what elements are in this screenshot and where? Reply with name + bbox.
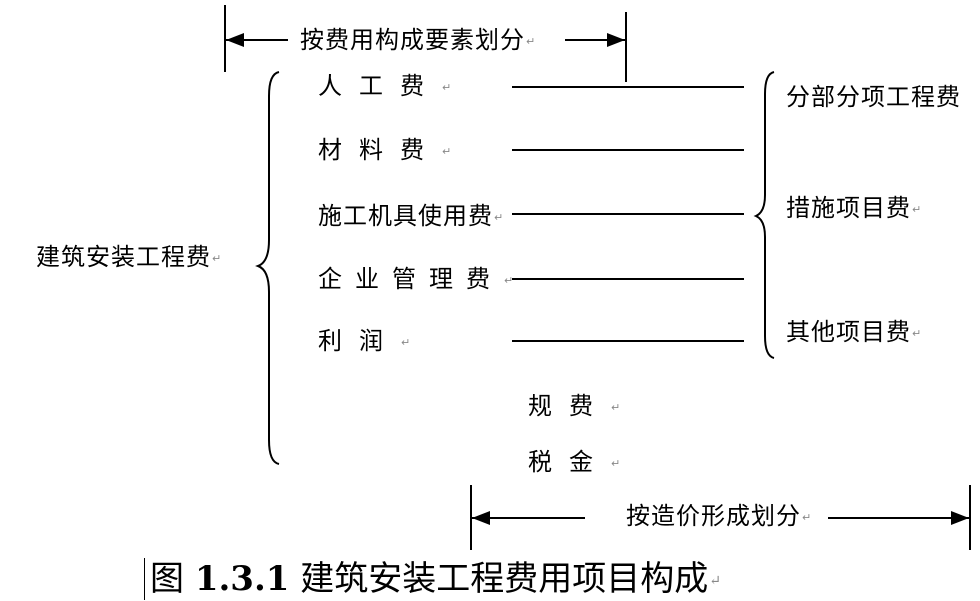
left-brace — [255, 71, 280, 465]
by-cost-label: 按造价形成划分↵ — [626, 502, 812, 530]
element-item-machinery: 施工机具使用费↵ — [318, 202, 504, 230]
caption-number: 1.3.1 — [194, 559, 290, 599]
top-arrowhead-left — [226, 33, 244, 47]
shared-item-fees: 规费↵ — [528, 392, 621, 420]
root-label: 建筑安装工程费↵ — [36, 243, 222, 271]
caption-prefix: 图 — [150, 559, 184, 599]
bottom-arrowhead-right — [951, 511, 969, 525]
element-item-management: 企业管理费↵ — [318, 265, 514, 293]
element-item-labor: 人工费↵ — [318, 72, 452, 100]
right-brace — [753, 71, 775, 359]
element-item-material: 材料费↵ — [318, 136, 452, 164]
figure-caption: 图 1.3.1 建筑安装工程费用项目构成↵ — [150, 559, 722, 599]
top-arrowhead-right — [607, 33, 625, 47]
cost-item-subdivision: 分部分项工程费 — [786, 83, 961, 111]
caption-title: 建筑安装工程费用项目构成 — [300, 559, 709, 599]
element-item-profit: 利润↵ — [318, 327, 411, 355]
cost-item-other: 其他项目费↵ — [786, 318, 922, 346]
by-element-label: 按费用构成要素划分↵ — [300, 26, 536, 54]
shared-item-tax: 税金↵ — [528, 448, 621, 476]
text-cursor — [144, 558, 145, 600]
cost-item-measures: 措施项目费↵ — [786, 194, 922, 222]
bottom-arrowhead-left — [472, 511, 490, 525]
